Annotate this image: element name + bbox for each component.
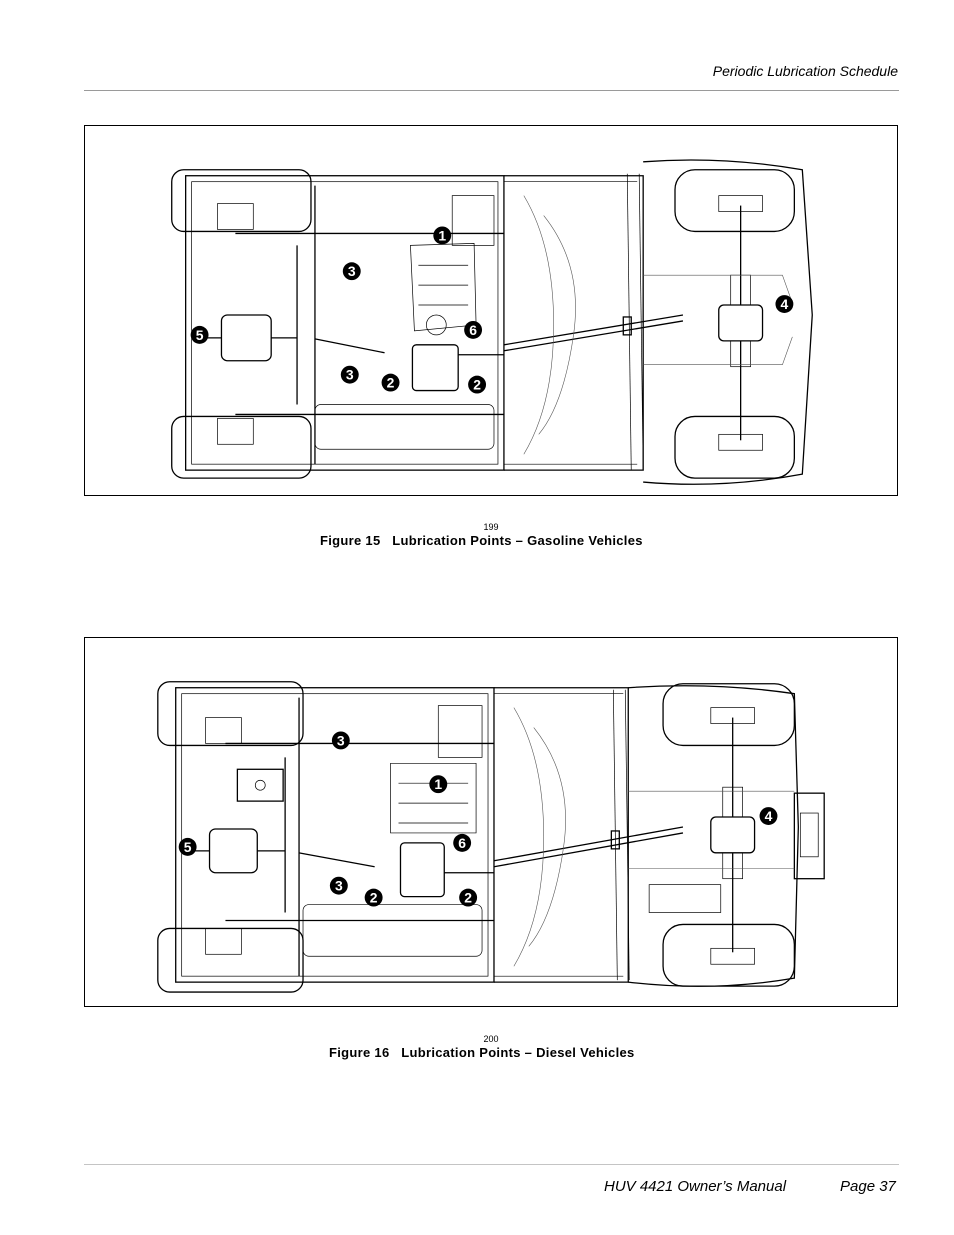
callout-3-upper: 3 xyxy=(342,262,361,281)
svg-text:3: 3 xyxy=(335,878,343,894)
svg-text:2: 2 xyxy=(370,890,378,906)
figure-15-ref: 199 xyxy=(483,522,499,532)
svg-text:1: 1 xyxy=(438,227,446,243)
callout-4: 4 xyxy=(775,295,794,313)
callout-1: 1 xyxy=(429,775,448,794)
section-title: Periodic Lubrication Schedule xyxy=(712,63,898,79)
svg-text:3: 3 xyxy=(346,367,354,383)
callout-2-left: 2 xyxy=(364,888,383,907)
callout-3-lower: 3 xyxy=(329,876,348,895)
svg-text:3: 3 xyxy=(337,732,345,748)
callout-1: 1 xyxy=(433,226,452,245)
callout-3-lower: 3 xyxy=(340,365,359,384)
page-number: Page 37 xyxy=(840,1178,896,1195)
figure-15-caption: Figure 15 Lubrication Points – Gasoline … xyxy=(320,533,643,548)
svg-text:4: 4 xyxy=(765,808,773,824)
svg-text:2: 2 xyxy=(387,375,395,391)
svg-text:4: 4 xyxy=(781,296,789,312)
callout-3-upper: 3 xyxy=(331,731,350,750)
callout-2-right: 2 xyxy=(468,375,487,394)
vehicle-chassis-drawing-gasoline: 1 3 5 6 3 2 2 4 xyxy=(171,159,813,485)
callout-2-left: 2 xyxy=(381,373,400,392)
callout-6: 6 xyxy=(453,833,472,852)
callout-5: 5 xyxy=(190,325,209,344)
figure-16-diagram: 3 1 4 5 6 3 2 2 xyxy=(84,637,898,1007)
svg-text:2: 2 xyxy=(464,890,472,906)
svg-text:5: 5 xyxy=(184,839,192,855)
footer-divider xyxy=(84,1164,899,1165)
callout-6: 6 xyxy=(464,320,483,339)
svg-text:5: 5 xyxy=(196,327,204,343)
svg-text:1: 1 xyxy=(434,776,442,792)
vehicle-chassis-drawing-diesel: 3 1 4 5 6 3 2 2 xyxy=(157,681,825,993)
manual-title: HUV 4421 Owner’s Manual xyxy=(604,1178,787,1195)
svg-text:6: 6 xyxy=(469,322,477,338)
svg-text:6: 6 xyxy=(458,835,466,851)
svg-text:3: 3 xyxy=(348,263,356,279)
figure-16-ref: 200 xyxy=(483,1034,499,1044)
header-divider xyxy=(84,90,899,91)
figure-15-diagram: 1 3 5 6 3 2 2 4 xyxy=(84,125,898,496)
callout-5: 5 xyxy=(178,837,197,856)
svg-text:2: 2 xyxy=(473,377,481,393)
callout-2-right: 2 xyxy=(459,888,478,907)
figure-16-caption: Figure 16 Lubrication Points – Diesel Ve… xyxy=(329,1045,635,1060)
callout-4: 4 xyxy=(759,807,778,825)
